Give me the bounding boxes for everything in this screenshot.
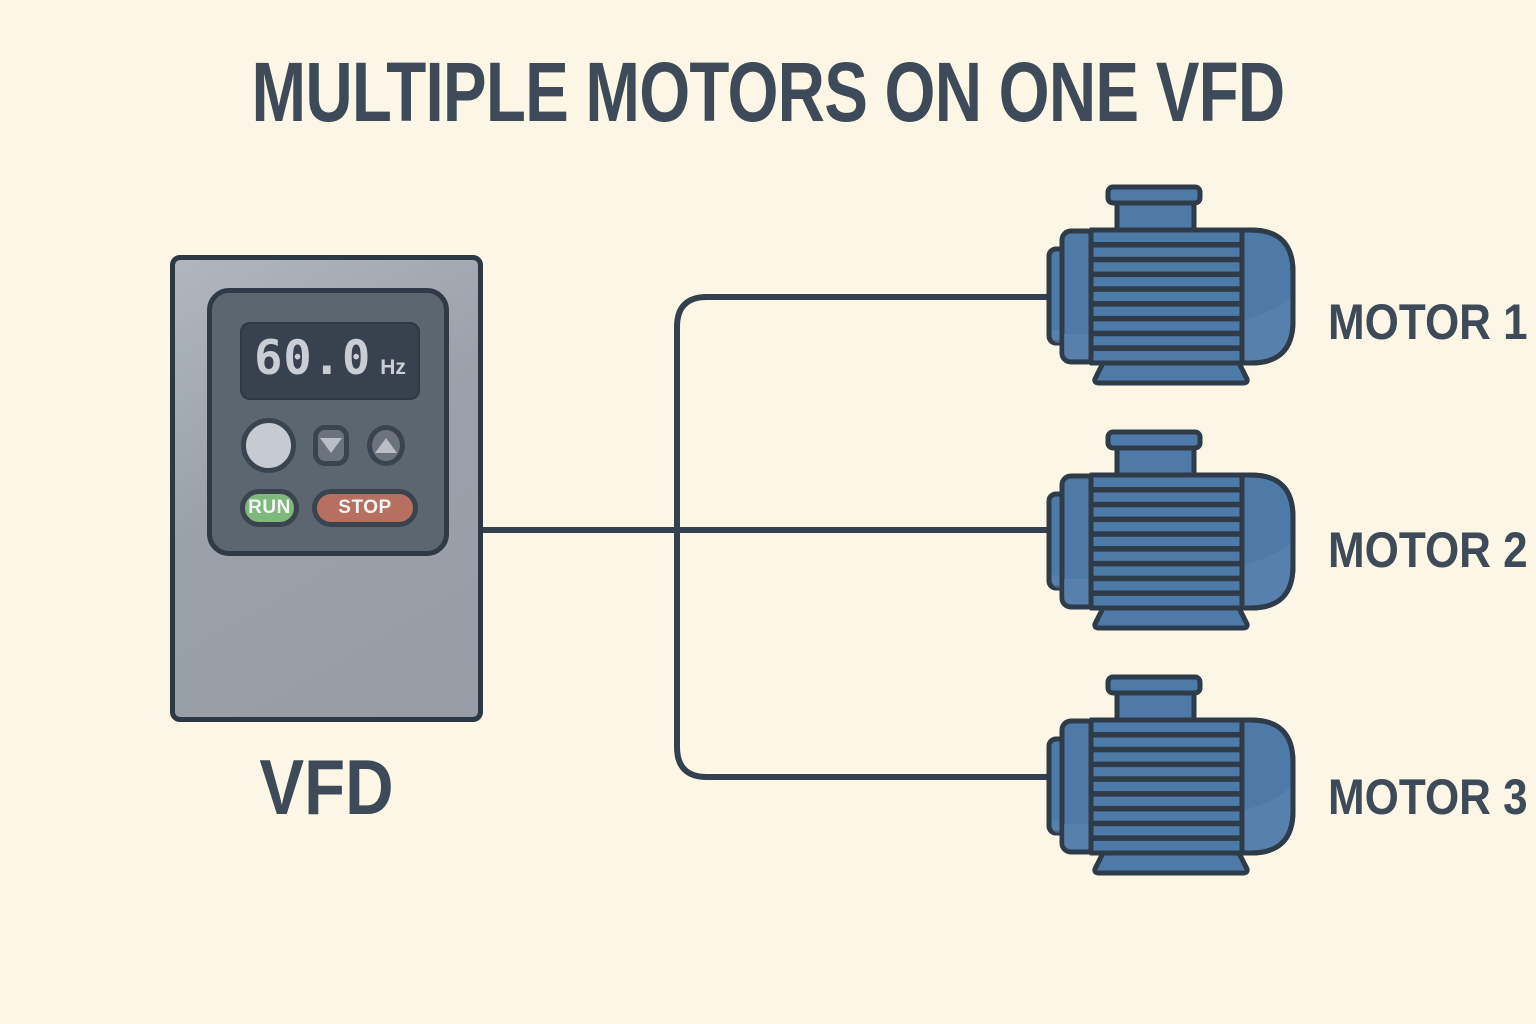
down-arrow-button <box>313 425 349 466</box>
motor-1-label: MOTOR 1 <box>1328 294 1528 350</box>
up-triangle-icon <box>375 438 397 453</box>
dial-button <box>241 418 296 473</box>
motor-1-icon <box>1046 184 1296 386</box>
frequency-unit: Hz <box>380 356 406 379</box>
stop-button: STOP <box>312 489 418 527</box>
vfd-frequency-display: 60.0 Hz <box>240 322 420 400</box>
vfd-keypad-panel: 60.0 Hz RUN STOP <box>207 288 449 556</box>
diagram-title: MULTIPLE MOTORS ON ONE VFD <box>251 45 1286 139</box>
up-arrow-button <box>367 425 405 466</box>
motor-2-icon <box>1046 429 1296 631</box>
frequency-value: 60.0 <box>254 331 372 386</box>
vfd-label: VFD <box>259 743 394 831</box>
vfd-drive-unit: 60.0 Hz RUN STOP <box>170 255 483 722</box>
run-button: RUN <box>240 489 299 527</box>
motor-3-label: MOTOR 3 <box>1328 769 1528 825</box>
motor-2-label: MOTOR 2 <box>1328 522 1528 578</box>
down-triangle-icon <box>320 438 342 453</box>
wire-branch-line <box>674 294 1055 780</box>
motor-3-icon <box>1046 674 1296 876</box>
